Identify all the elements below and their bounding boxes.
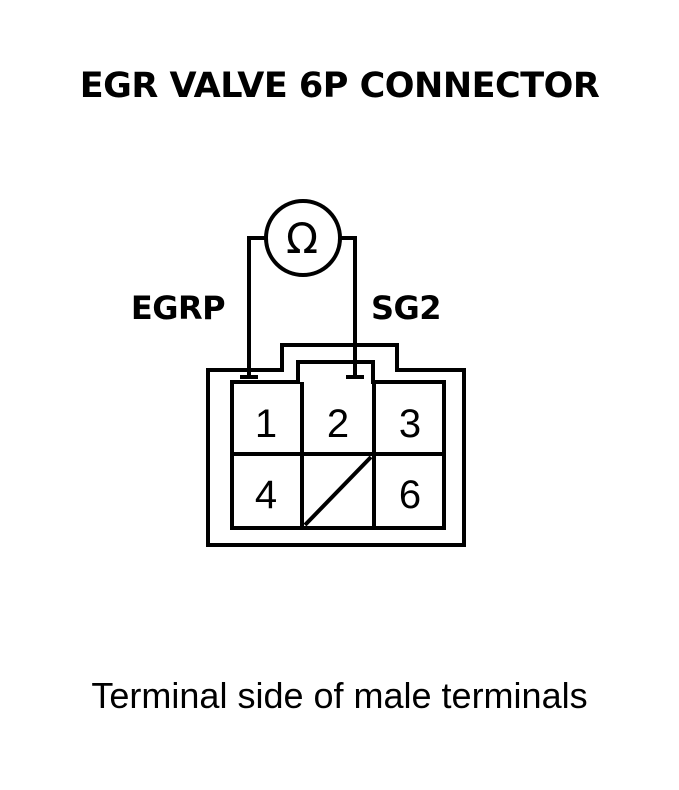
lead-sg2 [338, 236, 357, 377]
lead-egrp [247, 236, 268, 377]
pin-3: 3 [399, 402, 421, 446]
diagram-caption: Terminal side of male terminals [91, 675, 588, 716]
ohm-symbol: Ω [286, 214, 318, 263]
pin-1: 1 [255, 402, 277, 446]
pin-2: 2 [327, 402, 349, 446]
connector-housing [206, 343, 466, 547]
probe-label-sg2: SG2 [371, 289, 441, 327]
test-leads [247, 236, 357, 377]
pin-4: 4 [255, 473, 277, 517]
diagram-title: EGR VALVE 6P CONNECTOR [79, 66, 600, 106]
ohmmeter-icon: Ω [264, 199, 342, 277]
empty-cavity-slash-icon [303, 455, 373, 527]
pin-6: 6 [399, 473, 421, 517]
probe-label-egrp: EGRP [131, 289, 225, 327]
